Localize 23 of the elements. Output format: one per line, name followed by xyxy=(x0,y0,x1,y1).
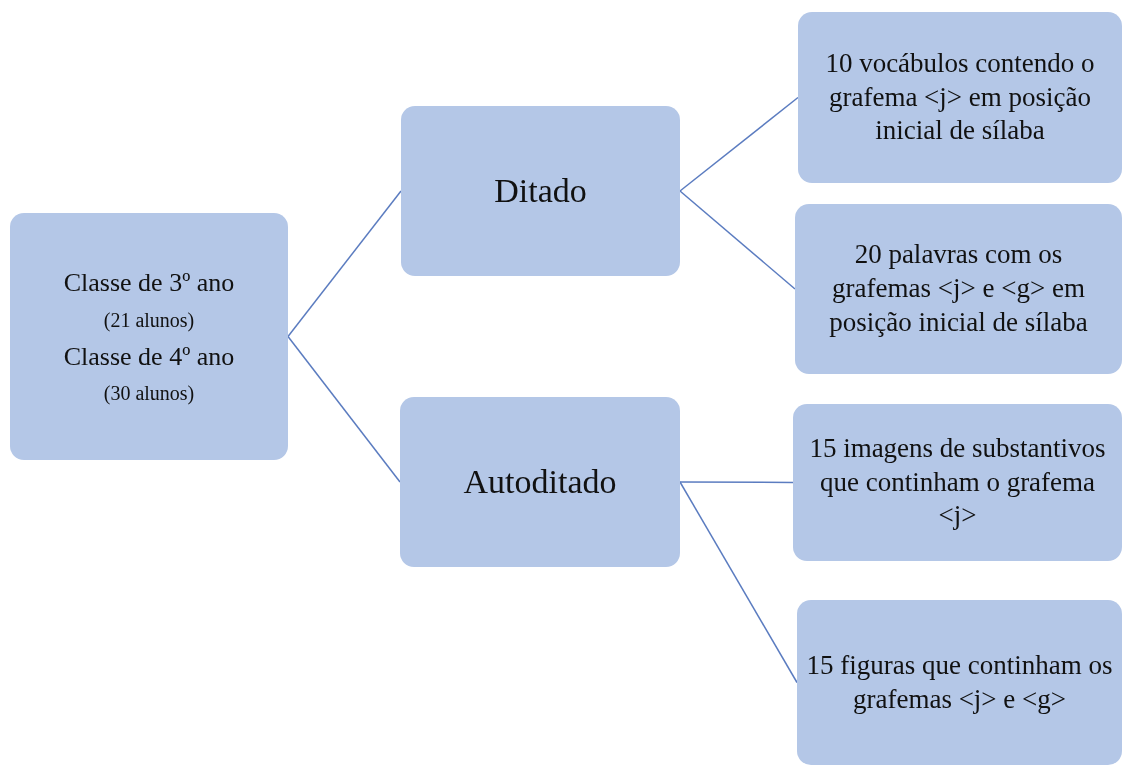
box-label: 10 vocábulos contendo o grafema <j> em posição inicial de sílaba xyxy=(824,46,1096,148)
class-label: Classe de 4º ano xyxy=(63,340,235,373)
student-count: (21 alunos) xyxy=(103,307,195,333)
class-box xyxy=(10,213,288,460)
student-count: (30 alunos) xyxy=(103,381,195,406)
method-box xyxy=(400,397,680,567)
method-box xyxy=(401,106,680,276)
task-box xyxy=(793,404,1122,561)
connector-line xyxy=(679,481,798,684)
box-label: 15 imagens de substantivos que continham o grafema <j> xyxy=(808,431,1107,533)
connector-line xyxy=(679,96,799,192)
box-label: 20 palavras com os grafemas <j> e <g> em posição inicial de sílaba xyxy=(828,238,1089,339)
box-label: Ditado xyxy=(494,170,587,211)
connector-line xyxy=(287,190,402,338)
task-box xyxy=(798,12,1122,183)
box-label: 15 figuras que continham os grafemas <j> e <g> xyxy=(805,648,1114,716)
task-box xyxy=(795,204,1122,374)
box-label: Autoditado xyxy=(463,461,617,502)
class-label: Classe de 3º ano xyxy=(63,267,235,299)
connector-line xyxy=(679,481,794,484)
connector-line xyxy=(679,190,796,290)
task-box xyxy=(797,600,1122,765)
connector-line xyxy=(287,335,401,483)
